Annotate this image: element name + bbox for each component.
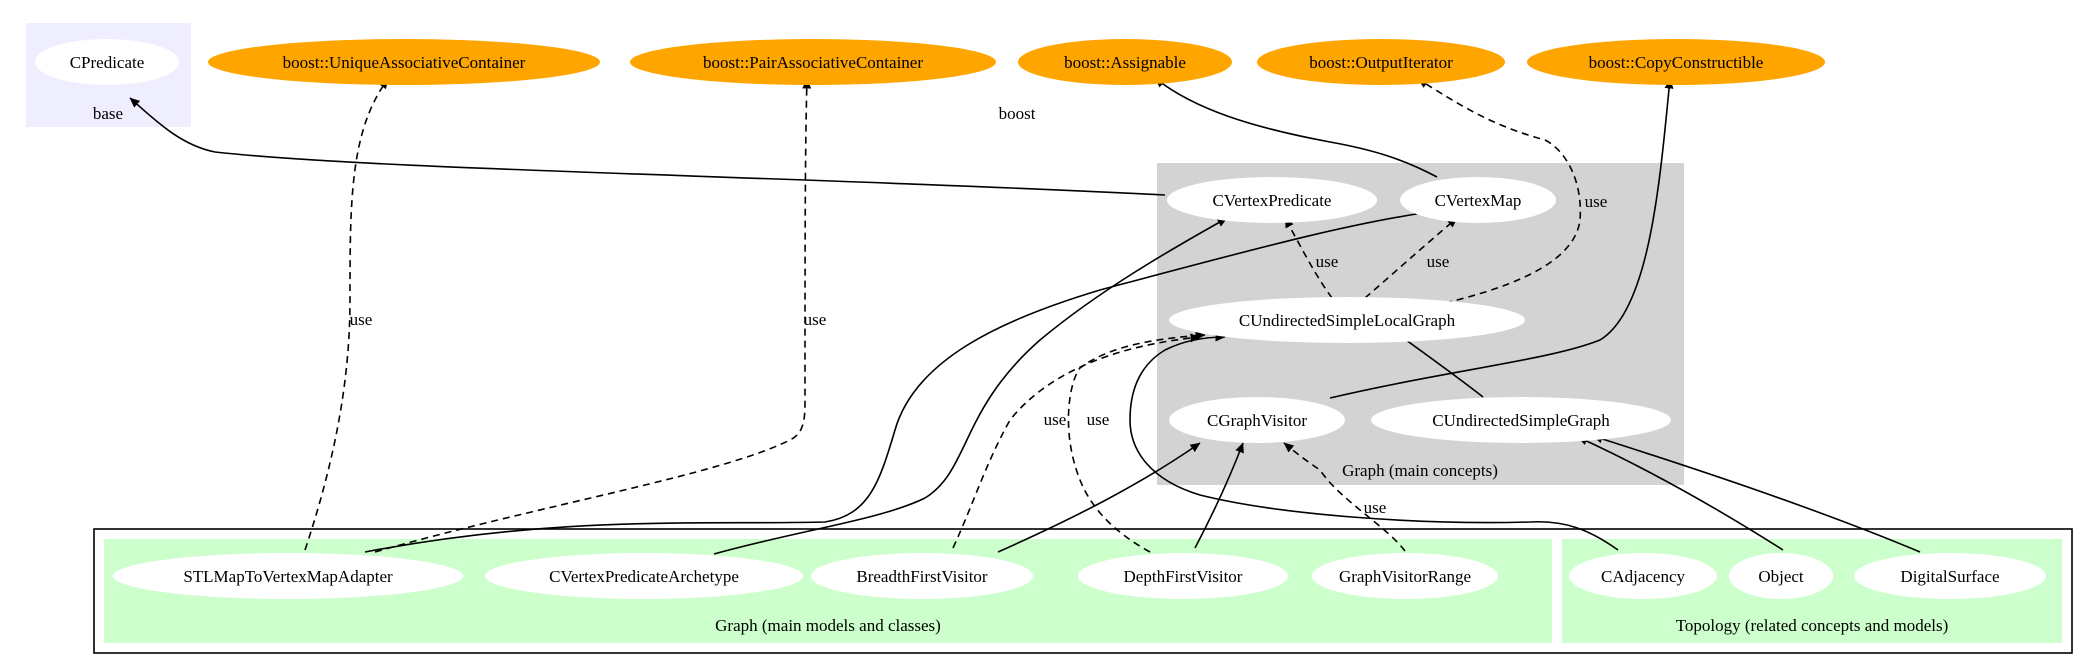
node-cvertexpredicate[interactable]: CVertexPredicate [1167, 177, 1377, 223]
edge-localgraph-to-outputiterator [1417, 78, 1582, 304]
node-copy-constructible[interactable]: boost::CopyConstructible [1527, 39, 1825, 85]
node-pair-associative-container[interactable]: boost::PairAssociativeContainer [630, 39, 996, 85]
node-output-iterator[interactable]: boost::OutputIterator [1257, 39, 1505, 85]
edge-dfs-to-graphvisitor [1194, 442, 1244, 549]
node-output-iterator-label: boost::OutputIterator [1309, 53, 1453, 72]
node-cadjacency-label: CAdjacency [1601, 567, 1686, 586]
node-pair-associative-container-label: boost::PairAssociativeContainer [703, 53, 923, 72]
node-cgraphvisitor-label: CGraphVisitor [1207, 411, 1307, 430]
node-object[interactable]: Object [1729, 553, 1833, 599]
cluster-boost-label: boost [999, 104, 1036, 123]
node-unique-associative-container[interactable]: boost::UniqueAssociativeContainer [208, 39, 600, 85]
edge-label-visitorrange: use [1364, 498, 1387, 517]
edge-stlmap-to-uniqueassoc [304, 78, 389, 551]
node-cvertexpredicate-archetype-label: CVertexPredicateArchetype [549, 567, 739, 586]
node-graphvisitorrange-label: GraphVisitorRange [1339, 567, 1471, 586]
edge-visitorrange-to-graphvisitor [1283, 442, 1406, 552]
node-cundirected-simple-graph-label: CUndirectedSimpleGraph [1432, 411, 1610, 430]
edge-stlmap-to-pairassoc [374, 78, 812, 553]
node-unique-associative-container-label: boost::UniqueAssociativeContainer [283, 53, 526, 72]
node-cvertexpredicate-archetype[interactable]: CVertexPredicateArchetype [485, 553, 803, 599]
cluster-outer-frame [93, 528, 2073, 654]
node-object-label: Object [1758, 567, 1804, 586]
node-copy-constructible-label: boost::CopyConstructible [1589, 53, 1764, 72]
edge-label-localgraph-output: use [1585, 192, 1608, 211]
cluster-topology-label: Topology (related concepts and models) [1676, 616, 1949, 635]
node-graphvisitorrange[interactable]: GraphVisitorRange [1312, 553, 1498, 599]
edge-label-dfs: use [1087, 410, 1110, 429]
node-stlmap-adapter[interactable]: STLMapToVertexMapAdapter [113, 553, 463, 599]
cluster-base-label: base [93, 104, 123, 123]
edge-localgraph-to-cvertexmap [1364, 217, 1458, 299]
node-cadjacency[interactable]: CAdjacency [1569, 553, 1717, 599]
edge-stlmap-to-cvertexmap [364, 206, 1446, 553]
edge-label-stlmap-pairassoc: use [804, 310, 827, 329]
edge-bfs-to-localgraph [952, 333, 1201, 549]
edge-cvertexpredicate-to-cpredicate [129, 97, 1166, 196]
node-digitalsurface[interactable]: DigitalSurface [1854, 553, 2046, 599]
node-cundirected-simple-local-graph[interactable]: CUndirectedSimpleLocalGraph [1169, 297, 1525, 343]
edge-object-to-simplegraph [1577, 436, 1784, 551]
node-breadthfirstvisitor-label: BreadthFirstVisitor [856, 567, 988, 586]
edge-graphvisitor-to-copyconstructible [1329, 78, 1674, 399]
edge-cvertexmap-to-assignable [1154, 77, 1438, 178]
node-cvertexmap-label: CVertexMap [1435, 191, 1522, 210]
node-breadthfirstvisitor[interactable]: BreadthFirstVisitor [811, 553, 1033, 599]
node-cvertexmap[interactable]: CVertexMap [1400, 177, 1556, 223]
edge-cvparchetype-to-cvertexpredicate [713, 217, 1228, 555]
node-stlmap-adapter-label: STLMapToVertexMapAdapter [183, 567, 393, 586]
node-assignable-label: boost::Assignable [1064, 53, 1186, 72]
node-cpredicate[interactable]: CPredicate [35, 39, 179, 85]
node-digitalsurface-label: DigitalSurface [1900, 567, 1999, 586]
node-depthfirstvisitor[interactable]: DepthFirstVisitor [1078, 553, 1288, 599]
node-cundirected-simple-local-graph-label: CUndirectedSimpleLocalGraph [1239, 311, 1456, 330]
node-depthfirstvisitor-label: DepthFirstVisitor [1124, 567, 1243, 586]
cluster-graph-concepts-label: Graph (main concepts) [1342, 461, 1498, 480]
edge-cadjacency-to-localgraph [1129, 332, 1619, 551]
node-cundirected-simple-graph[interactable]: CUndirectedSimpleGraph [1371, 397, 1671, 443]
edge-label-localgraph-vp: use [1316, 252, 1339, 271]
node-cpredicate-label: CPredicate [70, 53, 145, 72]
node-cgraphvisitor[interactable]: CGraphVisitor [1169, 397, 1345, 443]
cluster-graph-models-label: Graph (main models and classes) [715, 616, 941, 635]
edge-label-localgraph-vm: use [1427, 252, 1450, 271]
edge-label-stlmap-uniqueassoc: use [350, 310, 373, 329]
edge-label-bfs: use [1044, 410, 1067, 429]
edge-digitalsurface-to-simplegraph [1592, 434, 1921, 553]
node-cvertexpredicate-label: CVertexPredicate [1213, 191, 1332, 210]
node-assignable[interactable]: boost::Assignable [1018, 39, 1232, 85]
edge-bfs-to-graphvisitor [997, 442, 1201, 553]
